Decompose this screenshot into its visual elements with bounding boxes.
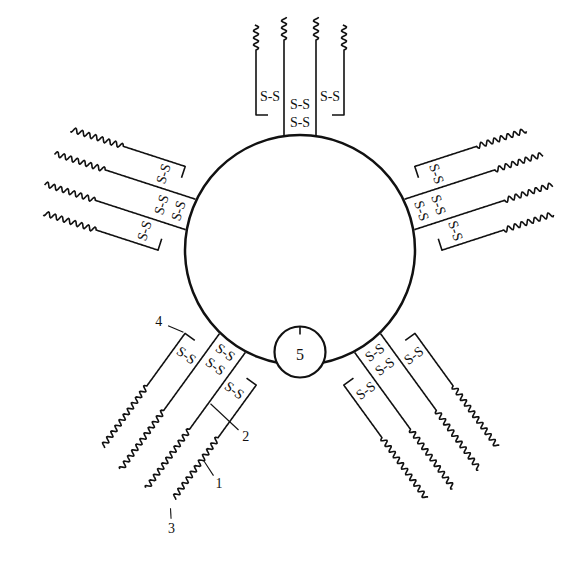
circle-outline bbox=[275, 327, 326, 378]
heavy-chain bbox=[54, 152, 195, 200]
disulfide-bond: S-S bbox=[426, 161, 446, 186]
light-chain bbox=[344, 378, 428, 497]
callout-number: 1 bbox=[214, 477, 223, 491]
heavy-chain bbox=[281, 17, 286, 135]
callout-number: 2 bbox=[241, 430, 250, 444]
disulfide-bond: S-S bbox=[289, 98, 311, 112]
j-chain-circle: 5 bbox=[273, 325, 327, 379]
disulfide-bond: S-S bbox=[445, 219, 465, 244]
disulfide-bond: S-S bbox=[135, 219, 155, 244]
light-chain bbox=[43, 212, 161, 250]
disulfide-bond: S-S bbox=[401, 344, 427, 368]
disulfide-bond: S-S bbox=[428, 192, 448, 217]
disulfide-bond: S-S bbox=[152, 192, 172, 217]
callout-number: 5 bbox=[296, 347, 304, 363]
light-chain bbox=[174, 378, 257, 500]
disulfide-bond: S-S bbox=[319, 90, 341, 104]
disulfide-bond: S-S bbox=[154, 161, 174, 186]
disulfide-bond: S-S bbox=[411, 198, 431, 223]
disulfide-bond: S-S bbox=[173, 344, 199, 368]
disulfide-bond: S-S bbox=[289, 116, 311, 130]
callout-number: 4 bbox=[154, 315, 163, 329]
callout-number: 3 bbox=[167, 522, 176, 536]
disulfide-bond: S-S bbox=[169, 198, 189, 223]
disulfide-bond: S-S bbox=[353, 379, 379, 403]
bond-tick bbox=[299, 327, 301, 335]
disulfide-bond: S-S bbox=[221, 379, 247, 403]
heavy-chain bbox=[313, 17, 318, 135]
leader-line bbox=[204, 461, 214, 476]
ring-outline bbox=[185, 135, 415, 365]
leader-line bbox=[211, 404, 239, 430]
light-chain bbox=[438, 213, 553, 250]
leader-line bbox=[170, 508, 172, 519]
disulfide-bond: S-S bbox=[259, 90, 281, 104]
leader-line bbox=[168, 326, 183, 333]
